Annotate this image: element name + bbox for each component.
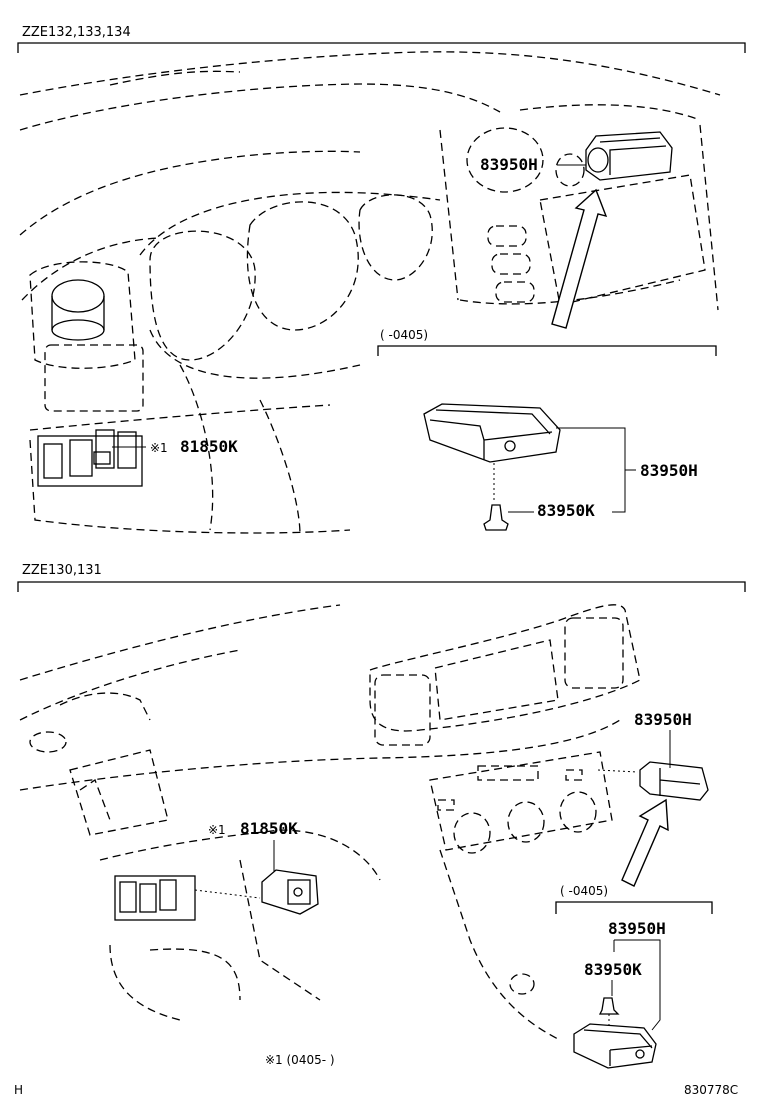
top-section-bracket [17,42,746,53]
top-indicator-part-drawing [423,403,561,531]
top-detail-bracket [377,345,717,356]
top-note-mark: ※1 [150,441,168,455]
drawing-number: 830778C [684,1083,738,1097]
bottom-83950H-detail-label: 83950H [608,919,666,938]
top-model-label: ZZE132,133,134 [22,25,131,40]
top-81850K-label: 81850K [180,437,238,456]
footer-left-code: H [14,1083,23,1097]
bottom-81850K-label: 81850K [240,819,298,838]
bottom-dashboard-illustration [19,604,709,1041]
top-dashboard-illustration [19,51,721,536]
bottom-83950H-installed-label: 83950H [634,710,692,729]
bottom-model-label: ZZE130,131 [22,563,102,578]
footer-note: ※1 (0405- ) [265,1053,335,1067]
bottom-detail-bracket [555,901,713,914]
bottom-section-bracket [17,581,746,592]
bottom-indicator-part-drawing [573,997,657,1069]
top-83950H-detail-label: 83950H [640,461,698,480]
bottom-note-mark: ※1 [208,823,226,837]
top-section: ZZE132,133,134 [17,25,746,536]
bottom-83950K-detail-label: 83950K [584,960,642,979]
top-83950K-detail-label: 83950K [537,501,595,520]
top-83950H-installed-label: 83950H [480,155,538,174]
bottom-date-range: ( -0405) [560,884,608,898]
bottom-section: ZZE130,131 [17,563,746,1069]
top-date-range: ( -0405) [380,328,428,342]
